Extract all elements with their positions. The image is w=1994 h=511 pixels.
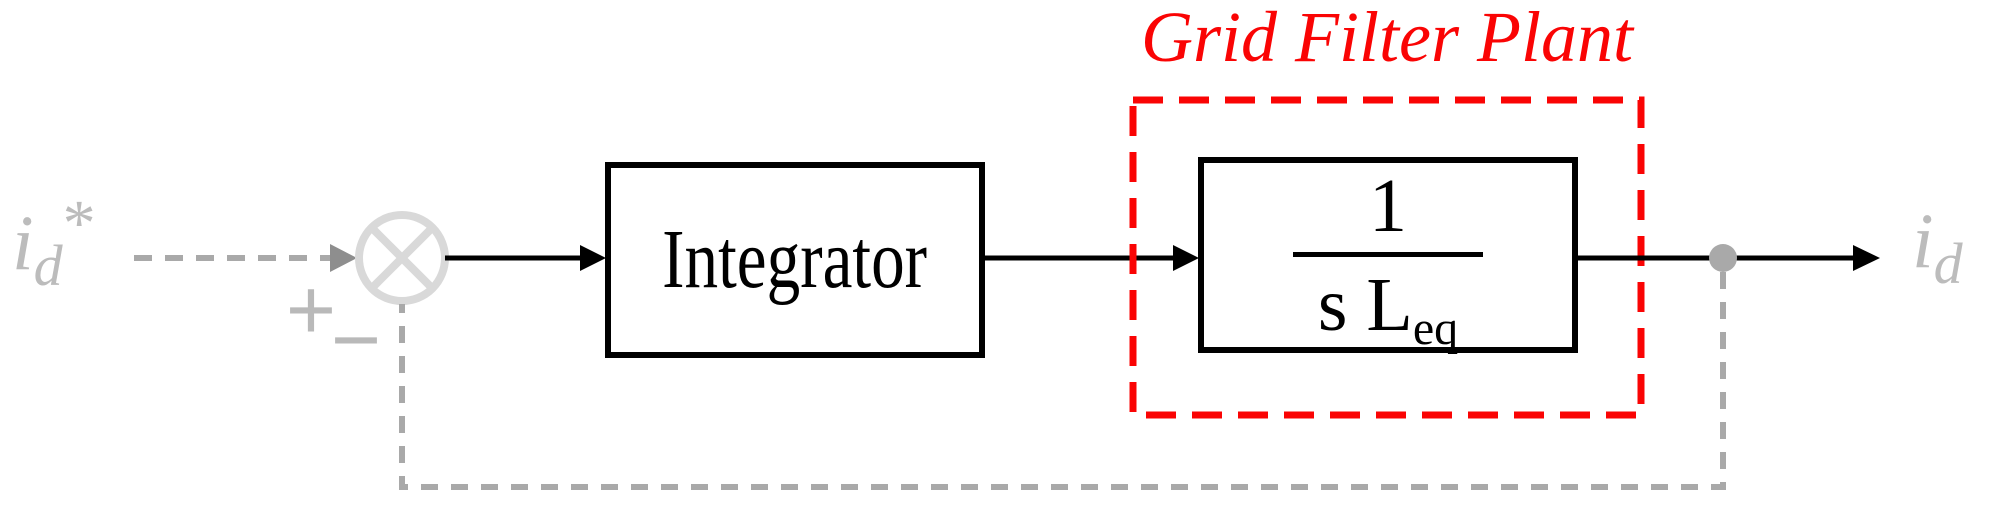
integrator-block: Integrator [605, 162, 985, 358]
output-signal-label: id [1912, 202, 1963, 293]
fraction-numerator: 1 [1369, 163, 1407, 248]
input-label-star: * [62, 187, 96, 260]
branch-dot [1709, 244, 1737, 272]
integrator-output-arrowhead-icon [1173, 245, 1199, 271]
grid-filter-plant-title: Grid Filter Plant [1141, 0, 1633, 77]
plant-block: 1 s Leq [1198, 157, 1578, 353]
input-signal-label: id* [12, 191, 96, 295]
output-label-subscript: d [1933, 231, 1963, 296]
denominator-subscript: eq [1412, 301, 1459, 355]
error-arrowhead-icon [580, 245, 606, 271]
feedback-dashed-line [399, 272, 1726, 490]
summing-junction-cross-2 [371, 227, 433, 289]
fraction-bar [1293, 251, 1483, 257]
input-label-base: i [12, 199, 34, 286]
integrator-label: Integrator [662, 213, 928, 306]
output-arrowhead-icon [1853, 245, 1880, 271]
denominator-base: s L [1317, 262, 1413, 347]
fraction-denominator: s Leq [1318, 257, 1458, 353]
input-label-subscript: d [33, 233, 63, 298]
plant-transfer-function: 1 s Leq [1293, 163, 1483, 353]
input-arrowhead-icon [330, 244, 357, 272]
output-label-base: i [1912, 197, 1934, 284]
